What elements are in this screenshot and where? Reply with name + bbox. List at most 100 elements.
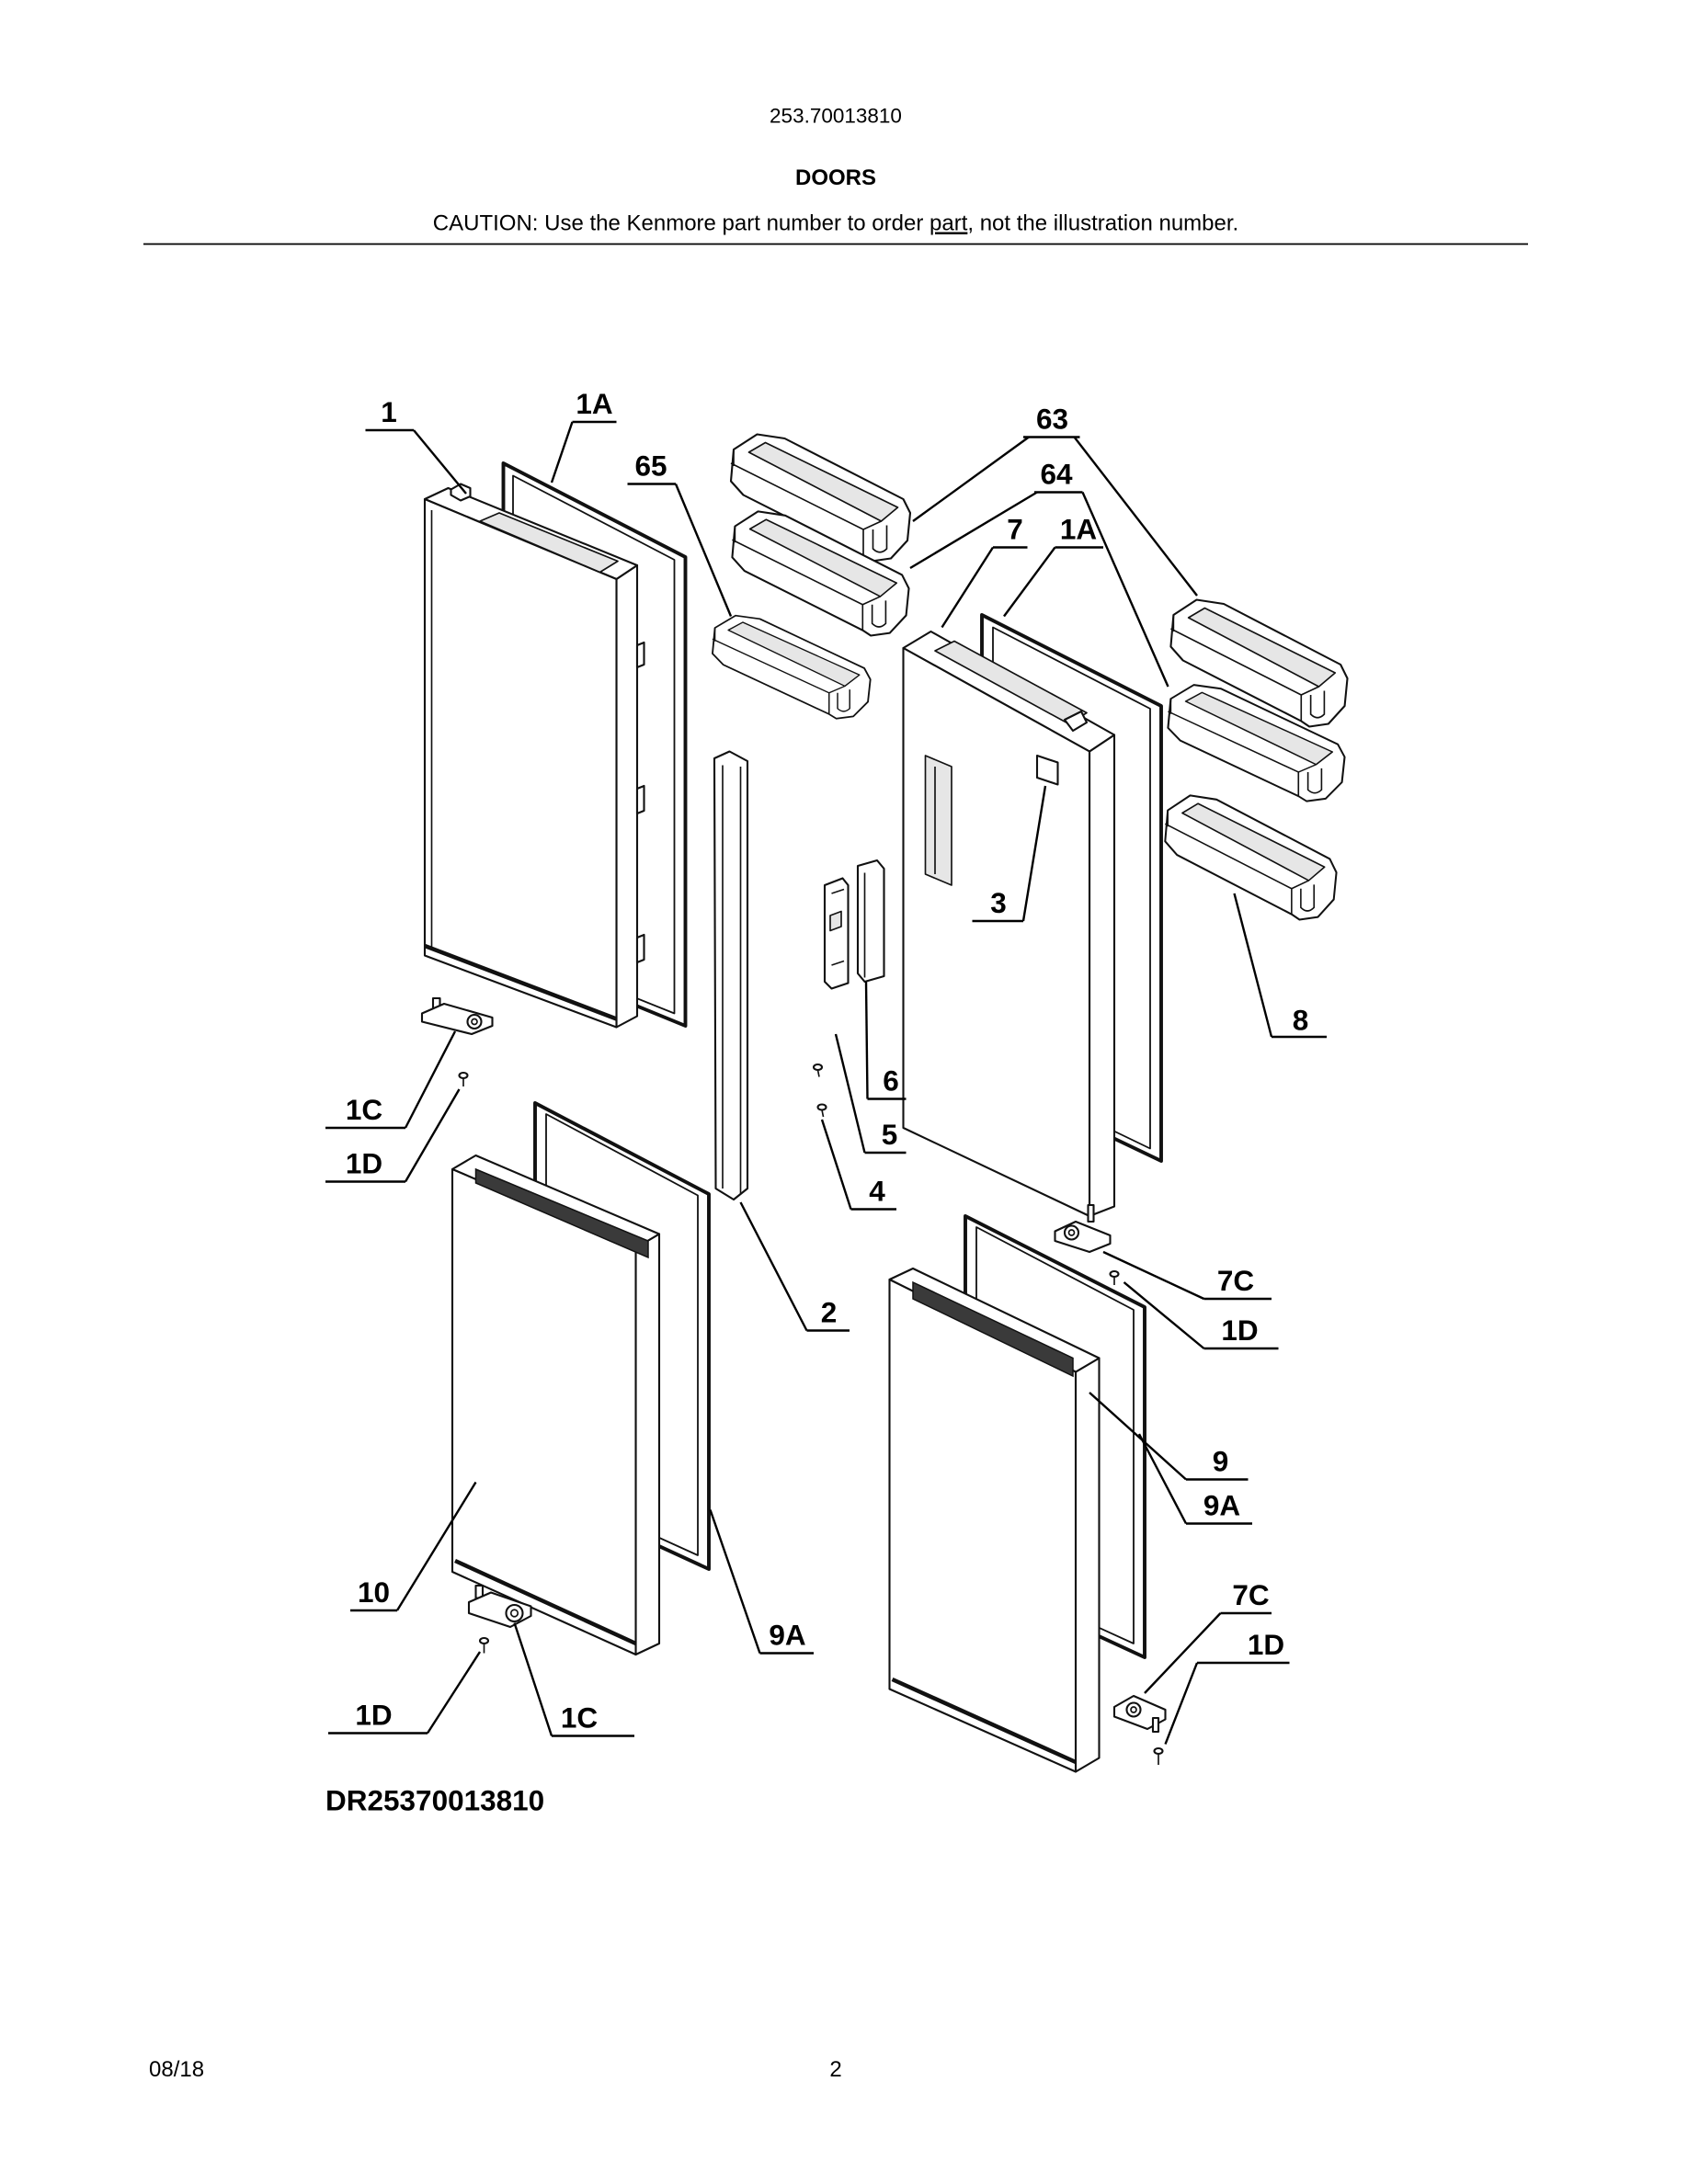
callout-label: 9 (1213, 1445, 1229, 1478)
diagram-id: DR25370013810 (325, 1784, 544, 1817)
callout-label: 7C (1217, 1264, 1254, 1297)
leader-line (674, 483, 733, 617)
caution-note: CAUTION: Use the Kenmore part number to … (433, 211, 1238, 236)
leader-line (1021, 785, 1047, 922)
callout: 65 (627, 449, 733, 617)
callout: 64 (909, 458, 1169, 688)
page-number: 2 (829, 2057, 841, 2082)
callout-label: 5 (882, 1118, 898, 1151)
callout-label: 1D (346, 1147, 382, 1180)
upper-left-hinge-screw (458, 1071, 469, 1086)
callout: 10 (350, 1481, 477, 1612)
leader-line (395, 1481, 477, 1611)
hinge-boss (450, 483, 472, 502)
callout: 3 (972, 785, 1047, 923)
lower-right-door (888, 1267, 1101, 1773)
callout-label: 1A (576, 387, 612, 420)
model-number: 253.70013810 (770, 105, 902, 128)
callout: 1C (513, 1622, 634, 1737)
mullion (713, 750, 749, 1201)
lower-right-hinge (1112, 1694, 1167, 1734)
callout-label: 1D (1248, 1628, 1284, 1661)
leader-line (426, 1651, 482, 1735)
leader-line (1089, 1392, 1187, 1481)
callout-label: 4 (869, 1175, 885, 1208)
leader-line (820, 1119, 852, 1210)
upper-right-hinge (1054, 1203, 1112, 1254)
leader-line (513, 1622, 553, 1736)
leader-line (1073, 436, 1198, 597)
leader-line (1081, 492, 1169, 688)
callout-label: 6 (883, 1064, 899, 1098)
callout-label: 64 (1040, 458, 1073, 491)
upper-right-door (902, 630, 1116, 1218)
callout: 8 (1233, 893, 1327, 1039)
callout-label: 7C (1232, 1578, 1269, 1611)
caution-text-end: , not the illustration number. (967, 211, 1238, 236)
caution-text-start: CAUTION: Use the Kenmore part number to … (433, 211, 930, 236)
callout: 1D (1123, 1281, 1279, 1350)
mullion-bracket (823, 877, 850, 990)
leader-line (550, 421, 574, 483)
upper-right-hinge-screw (1109, 1269, 1120, 1285)
callout: 63 (912, 403, 1198, 597)
leader-line (941, 546, 995, 629)
callout: 5 (834, 1033, 907, 1155)
callout-label: 7 (1007, 513, 1023, 546)
callout-label: 65 (634, 449, 667, 483)
callout-label: 9A (769, 1619, 805, 1652)
callout-label: 1 (381, 395, 397, 428)
callout: 6 (864, 981, 907, 1100)
callout: 1A (1003, 513, 1103, 618)
callout: 7C (1102, 1250, 1272, 1301)
callout: 1 (365, 395, 467, 495)
leader-line (912, 436, 1030, 522)
callout-label: 1A (1060, 513, 1097, 546)
mullion-cover (856, 859, 885, 984)
door-bin-upper-right-small (1164, 794, 1338, 921)
callout-label: 1C (561, 1701, 598, 1735)
callout-label: 63 (1036, 403, 1068, 436)
leader-line (1164, 1662, 1199, 1745)
callout: 7C (1144, 1578, 1272, 1694)
footer-date: 08/18 (149, 2057, 204, 2082)
lower-left-hinge-screw (478, 1636, 490, 1654)
caution-underlined-word: part (930, 211, 968, 236)
upper-left-door (423, 483, 645, 1029)
callout-label: 2 (821, 1296, 838, 1329)
leader-line (1137, 1433, 1188, 1525)
callout: 4 (820, 1119, 896, 1211)
callout: 9A (1137, 1433, 1252, 1525)
lower-right-hinge-screw (1153, 1746, 1164, 1765)
leader-line (864, 981, 869, 1099)
door-label (1035, 754, 1059, 786)
callout-label: 3 (990, 886, 1007, 919)
callout: 9A (709, 1509, 814, 1655)
leader-line (1123, 1281, 1205, 1349)
leader-line (739, 1201, 808, 1332)
callout: 1D (1164, 1628, 1290, 1745)
bracket-screws (812, 1063, 827, 1118)
callout-label: 1D (355, 1699, 392, 1732)
leader-line (834, 1033, 866, 1154)
callout: 1D (328, 1651, 482, 1735)
lower-left-hinge (467, 1584, 532, 1629)
leader-line (1233, 893, 1273, 1038)
leader-line (404, 1088, 461, 1183)
leader-line (413, 429, 467, 495)
callout-label: 8 (1293, 1004, 1309, 1037)
upper-left-hinge (420, 996, 494, 1036)
callout-label: 10 (358, 1575, 390, 1609)
callout-label: 1C (346, 1093, 382, 1126)
lower-left-door (451, 1154, 661, 1656)
leader-line (1003, 546, 1056, 618)
leader-line (909, 491, 1038, 570)
callout: 1D (325, 1088, 461, 1183)
callout: 1C (325, 1030, 457, 1130)
leader-line (709, 1509, 761, 1654)
door-bin-upper-left-small (712, 614, 872, 720)
callout: 1A (550, 387, 617, 483)
callout: 2 (739, 1201, 850, 1332)
callout-label: 1D (1221, 1314, 1258, 1347)
